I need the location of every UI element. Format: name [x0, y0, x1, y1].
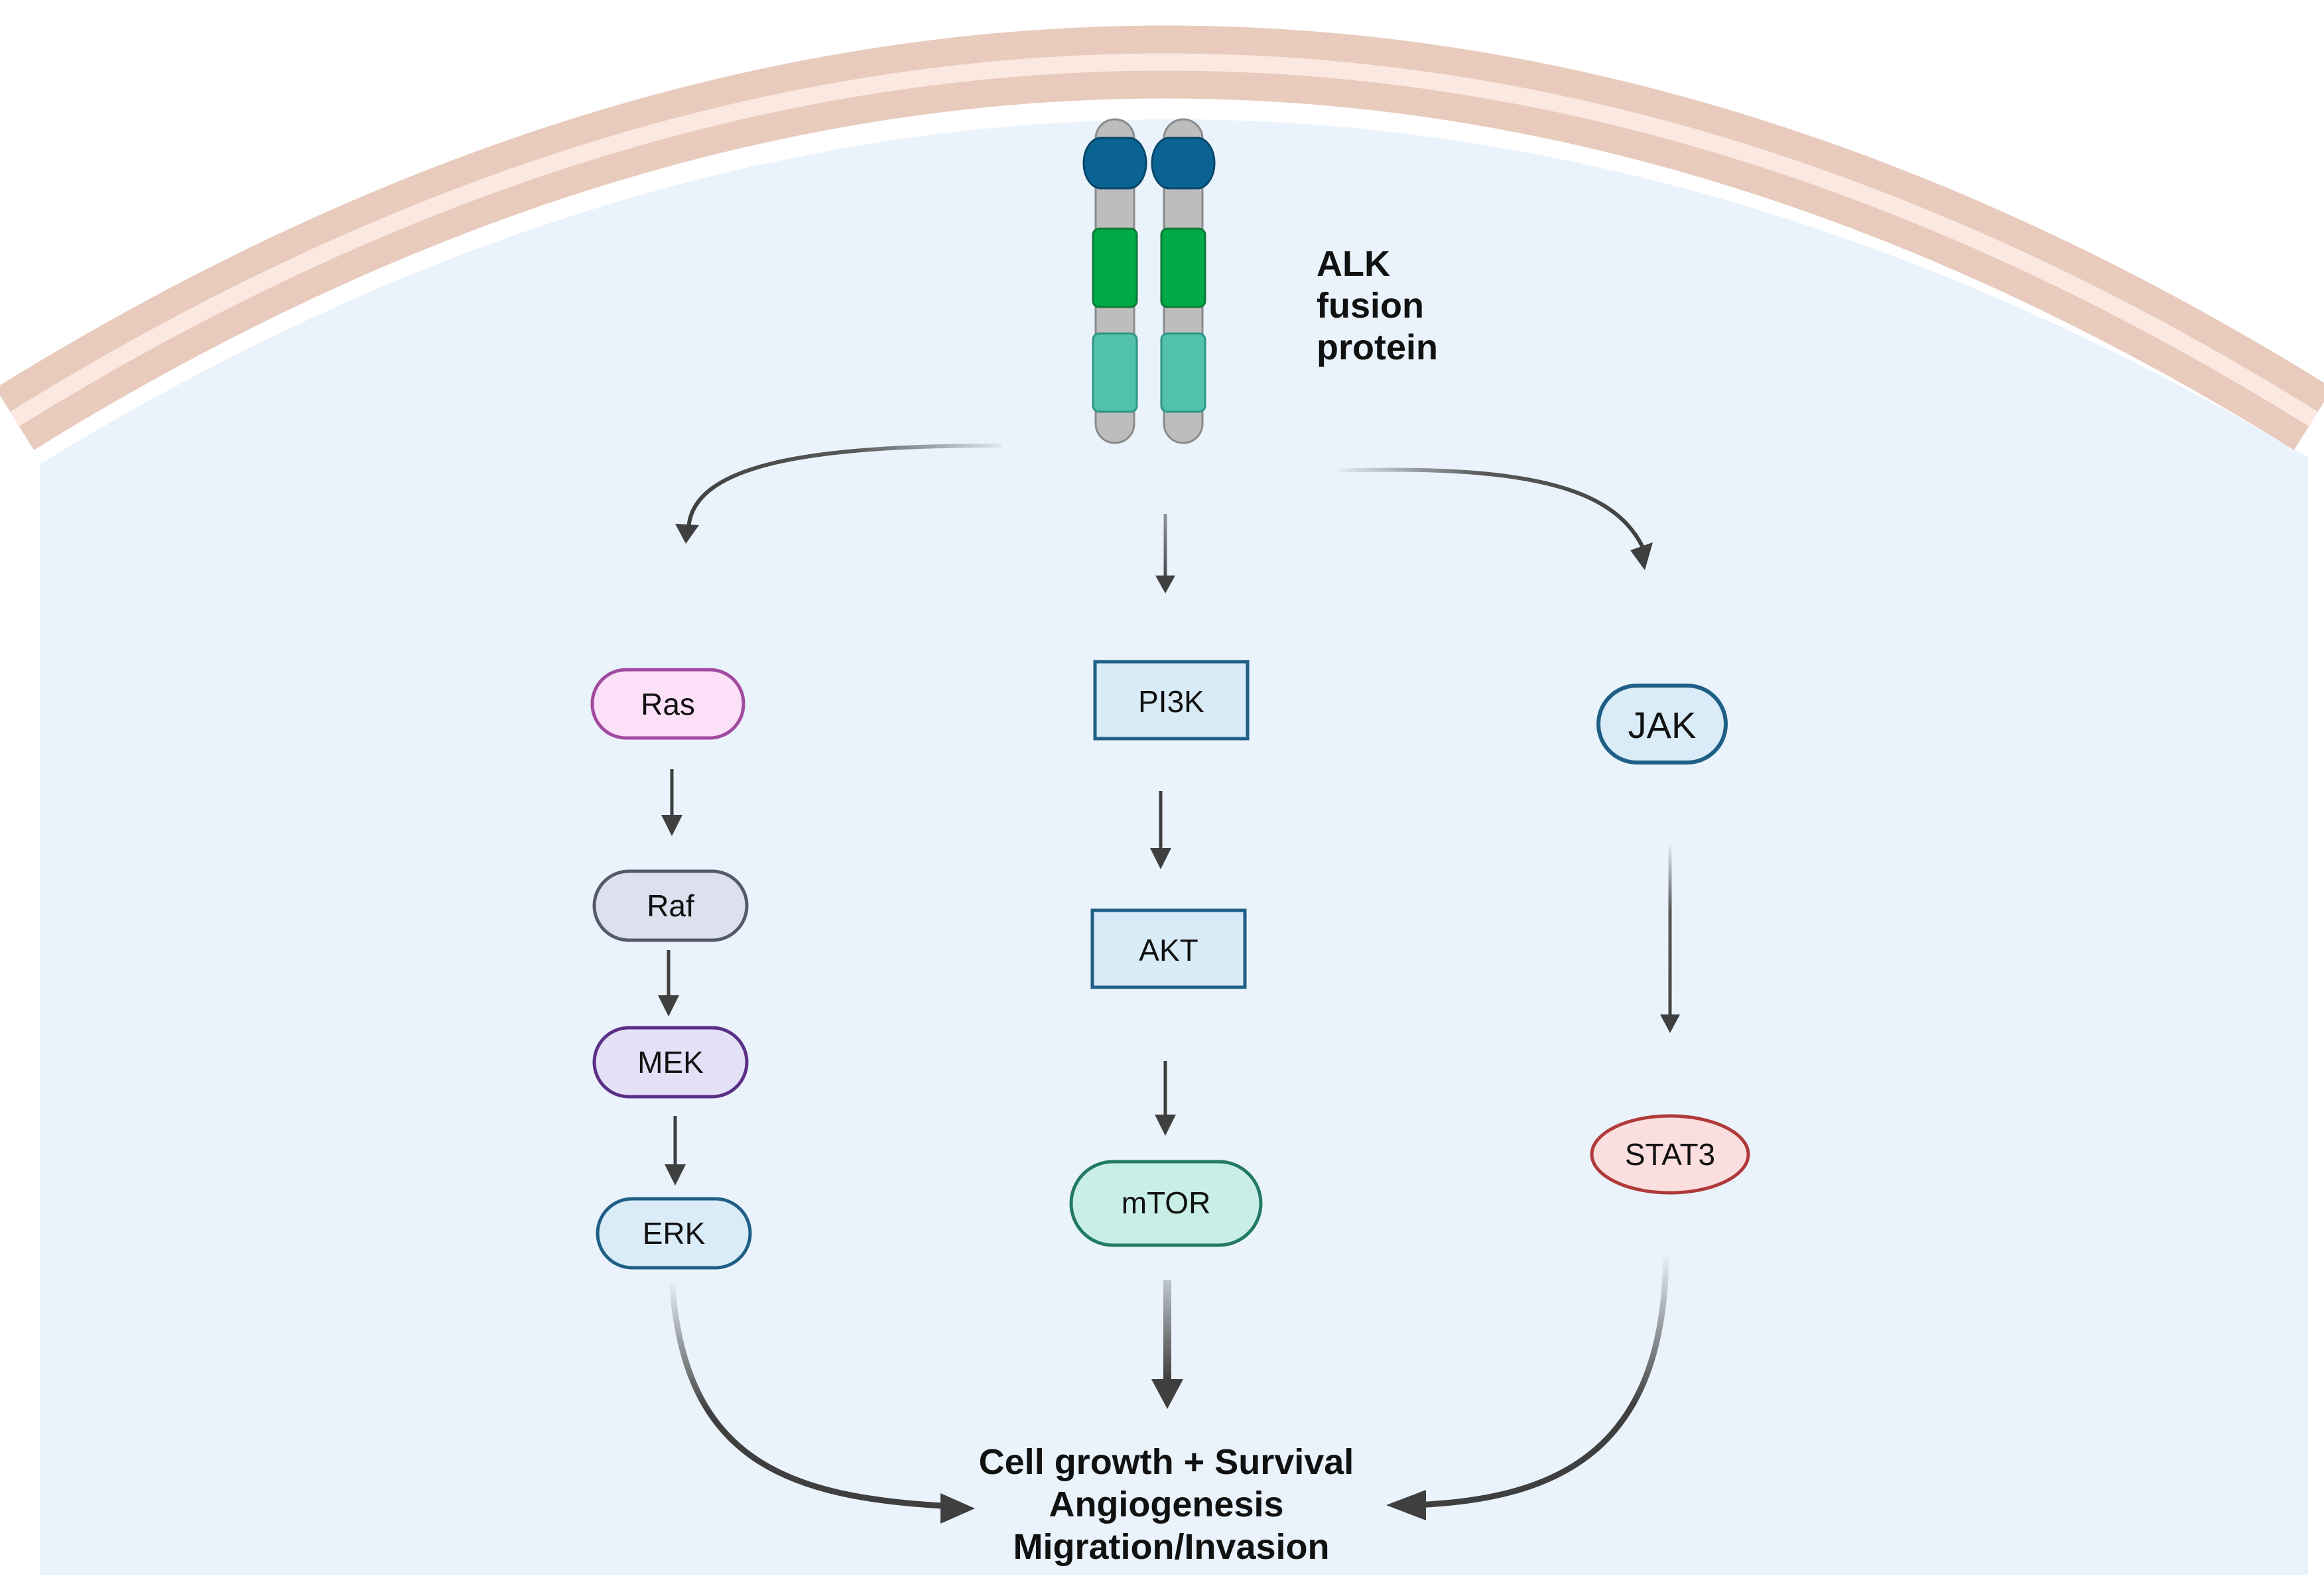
mtor-node: mTOR: [1069, 1160, 1263, 1247]
erk-node: ERK: [596, 1197, 752, 1270]
receptor-label-line: ALK: [1317, 244, 1390, 284]
arrow-to-jak: [1332, 467, 1647, 553]
alk-monomer-left: [1082, 118, 1147, 444]
pi3k-pathway: PI3K AKT mTOR: [1069, 660, 1263, 1247]
receptor-branch-arrows: [675, 444, 1653, 593]
pi3k-label: PI3K: [1138, 684, 1204, 719]
outcome-line: Migration/Invasion: [1013, 1527, 1329, 1567]
akt-node: AKT: [1090, 908, 1247, 989]
akt-label: AKT: [1139, 933, 1198, 967]
alk-monomer-right: [1151, 118, 1216, 444]
outcome-arrows: [669, 1252, 1669, 1524]
outcome-line: Cell growth + Survival: [979, 1442, 1354, 1482]
mapk-arrows: [658, 769, 686, 1186]
raf-label: Raf: [647, 888, 694, 923]
arrow-stat3-outcome: [1412, 1252, 1669, 1508]
jak-node: JAK: [1596, 684, 1728, 764]
outcome-line: Angiogenesis: [1049, 1485, 1283, 1524]
mek-node: MEK: [592, 1026, 749, 1099]
mapk-pathway: Ras Raf MEK ERK: [590, 668, 752, 1270]
jak-stat-pathway: JAK STAT3: [1590, 684, 1750, 1195]
jak-label: JAK: [1628, 704, 1697, 746]
receptor-label-line: fusion: [1317, 286, 1424, 326]
stat3-label: STAT3: [1625, 1137, 1715, 1172]
stat3-node: STAT3: [1590, 1114, 1750, 1195]
raf-node: Raf: [592, 869, 749, 942]
ras-node: Ras: [590, 668, 745, 740]
pi3k-node: PI3K: [1093, 660, 1250, 741]
receptor-label: ALK fusion protein: [1317, 244, 1438, 367]
alk-fusion-protein: [1082, 118, 1216, 444]
receptor-label-line: protein: [1317, 328, 1438, 367]
mek-label: MEK: [637, 1045, 704, 1079]
mtor-label: mTOR: [1122, 1186, 1211, 1220]
arrow-to-mapk: [686, 444, 1002, 531]
ras-label: Ras: [641, 687, 695, 721]
cell-membrane-inner: [10, 53, 2318, 427]
arrow-erk-outcome: [669, 1279, 956, 1510]
erk-label: ERK: [643, 1216, 706, 1251]
outcome-label: Cell growth + Survival Angiogenesis Migr…: [979, 1442, 1364, 1567]
pi3k-arrows: [1150, 791, 1176, 1136]
